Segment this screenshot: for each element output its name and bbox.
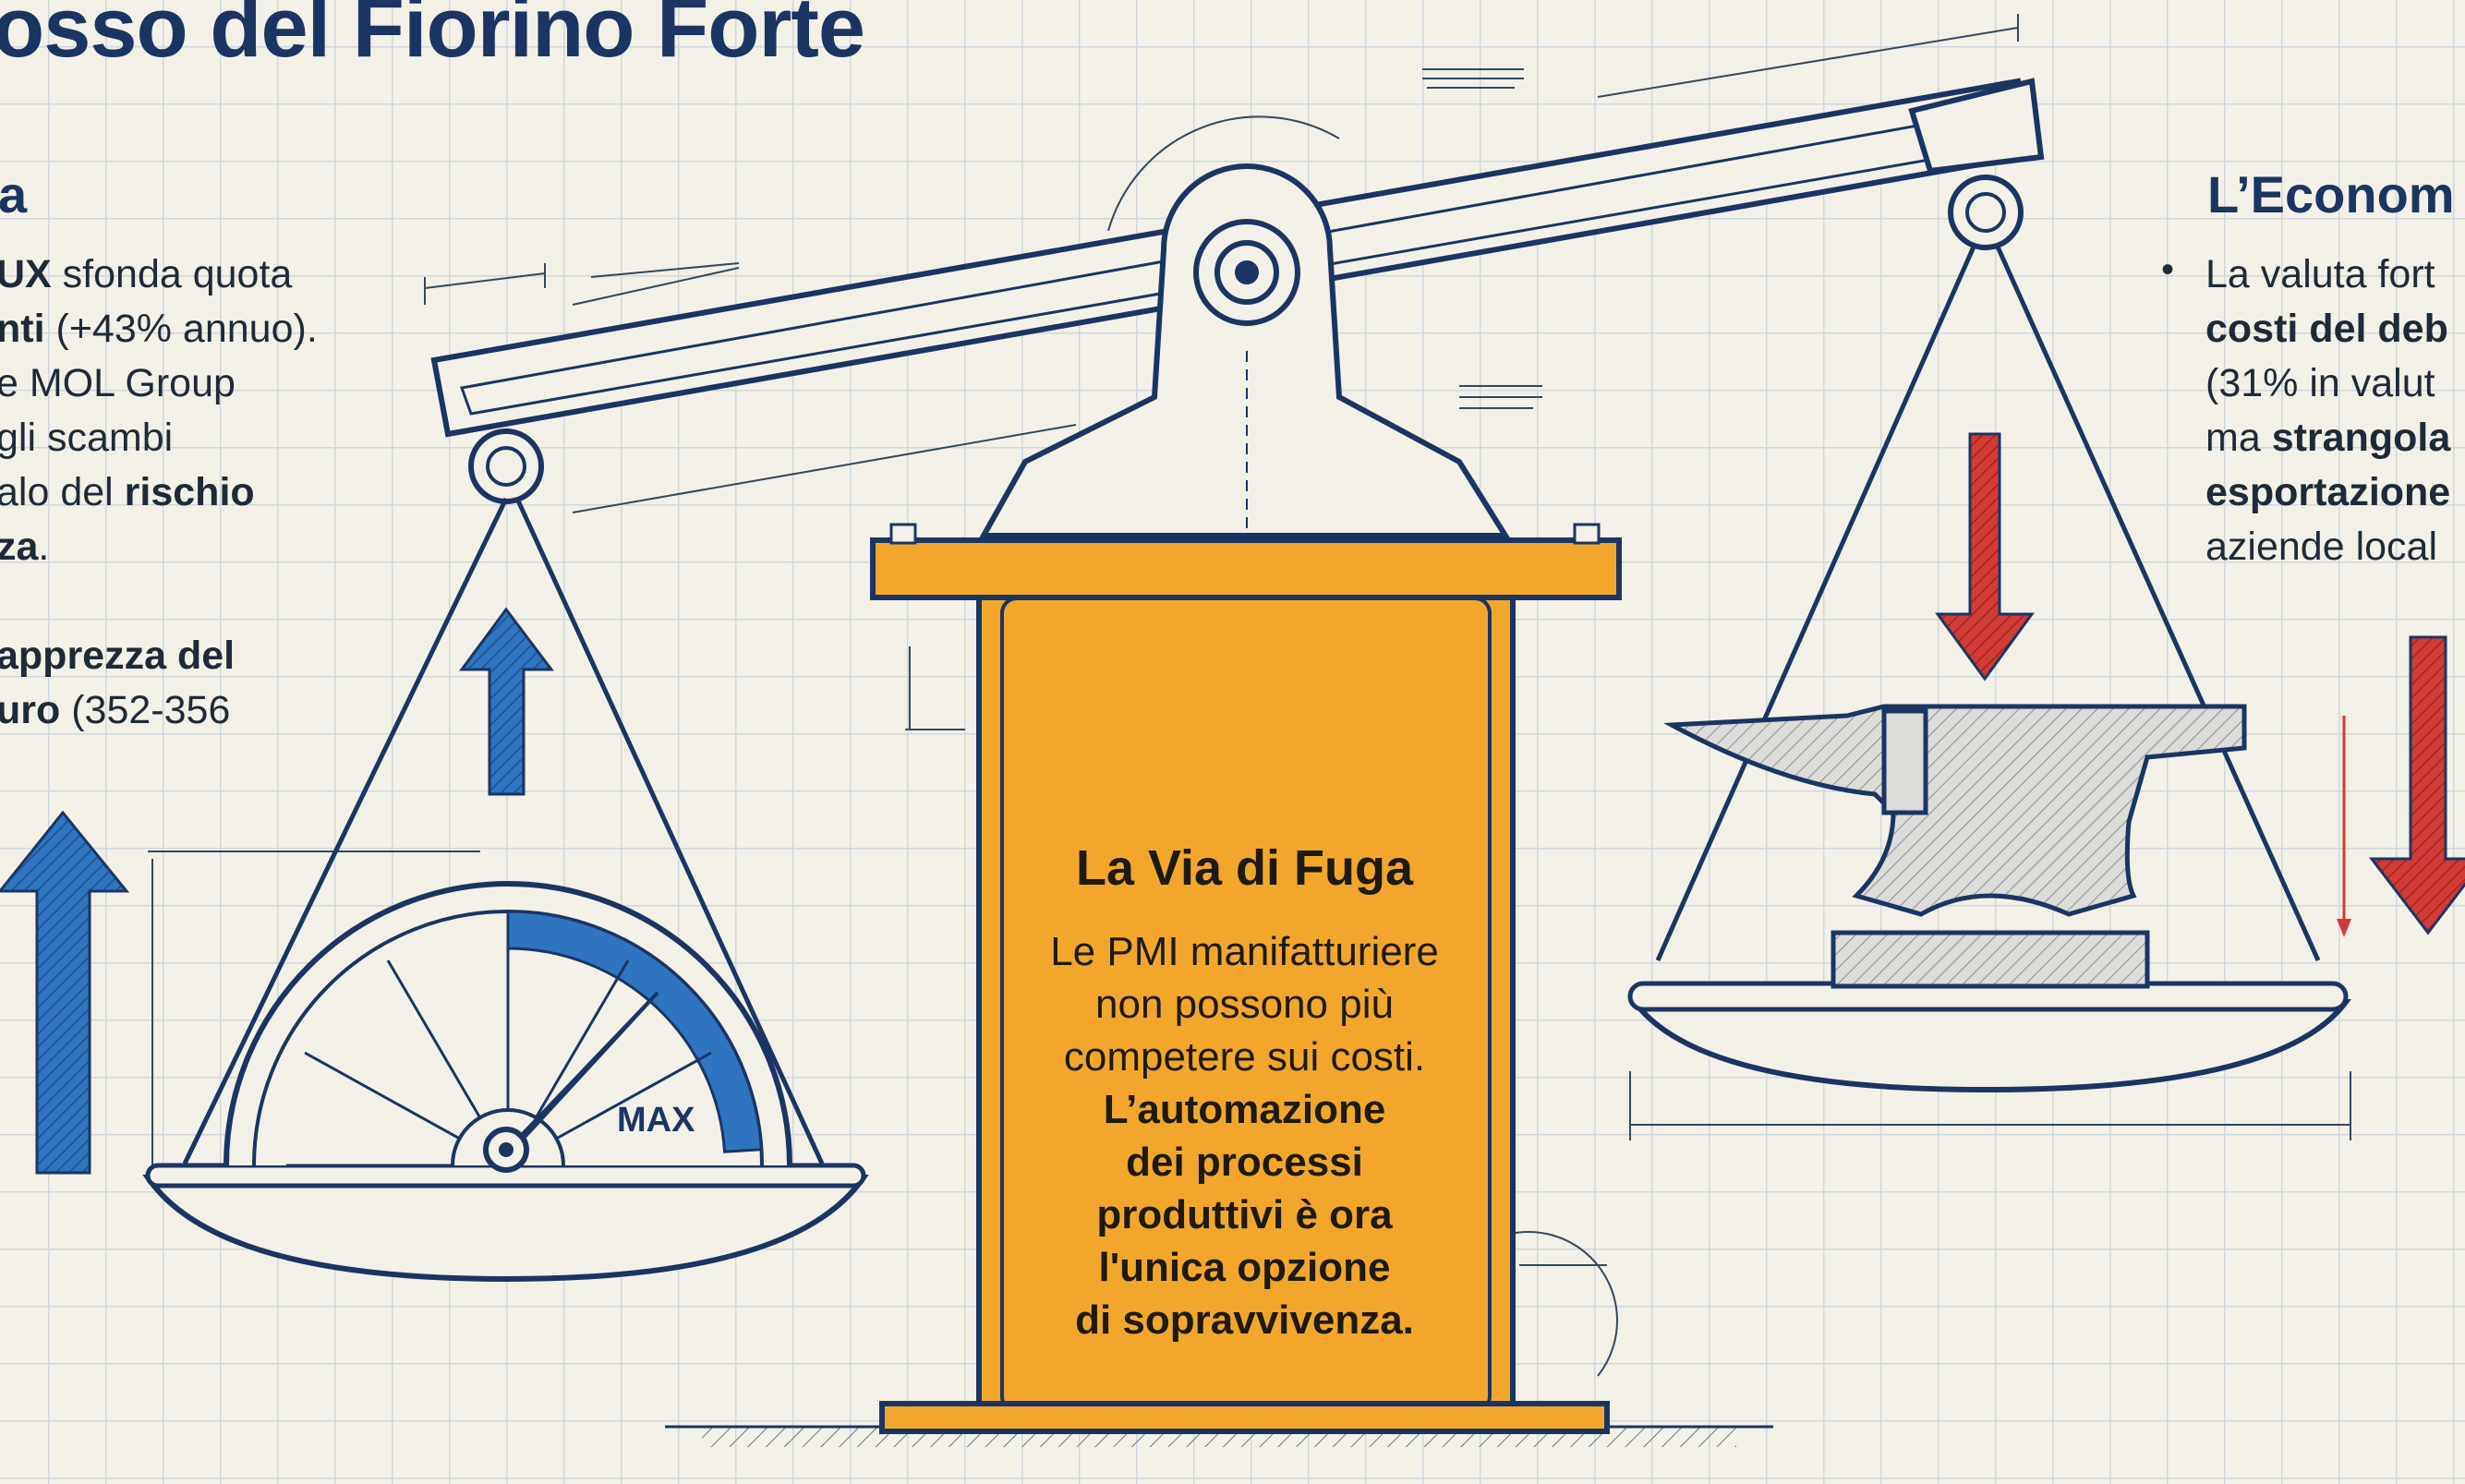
- anvil-icon: [1663, 704, 2247, 989]
- left-panel-line: nti (+43% annuo).: [0, 302, 318, 356]
- center-panel-line: L’automazione: [1002, 1083, 1487, 1136]
- right-panel-text: La valuta fort: [2205, 252, 2435, 296]
- left-panel-line: uro (352-356: [0, 683, 318, 738]
- center-panel-text: Le PMI manifatturiere: [1050, 929, 1439, 974]
- right-section-heading: L’Econom: [2207, 165, 2455, 223]
- left-panel-line: gli scambi: [0, 411, 318, 465]
- down-arrows: [1935, 432, 2465, 937]
- center-panel: La Via di Fuga Le PMI manifatturiere non …: [1002, 596, 1487, 1408]
- gauge-level-arc: [506, 910, 764, 1153]
- left-panel-text: (+43% annuo).: [44, 307, 318, 351]
- right-panel-text: (31% in valut: [2205, 361, 2435, 405]
- left-panel-bold-text: rischio: [124, 470, 255, 514]
- left-panel-text: sfonda quota: [51, 252, 293, 296]
- gauge-max-label: MAX: [617, 1101, 695, 1140]
- center-panel-line: produttivi è ora: [1002, 1188, 1487, 1241]
- left-panel-line: za.: [0, 520, 318, 574]
- center-panel-line: Le PMI manifatturiere: [1002, 925, 1487, 978]
- left-panel-line: apprezza del: [0, 629, 318, 683]
- left-panel-text: alo del: [0, 470, 125, 514]
- left-panel-line: UX sfonda quota: [0, 247, 318, 302]
- right-panel-bold-text: strangola: [2271, 416, 2451, 460]
- page-title: osso del Fiorino Forte: [0, 0, 865, 75]
- left-section-heading: a: [0, 165, 28, 223]
- fulcrum: [978, 163, 1511, 538]
- pedestal: [870, 523, 1622, 1434]
- right-panel-line: aziende local: [2205, 520, 2450, 574]
- center-panel-line: competere sui costi.: [1002, 1031, 1487, 1083]
- right-panel-line: (31% in valut: [2205, 356, 2450, 411]
- left-panel-text: e MOL Group: [0, 361, 236, 405]
- center-panel-bold-text: l'unica opzione: [1098, 1245, 1391, 1290]
- center-panel-line: l'unica opzione: [1002, 1241, 1487, 1294]
- right-text-block: La valuta fort costi del deb (31% in valut…: [2205, 247, 2450, 574]
- right-panel-line: costi del deb: [2205, 302, 2450, 356]
- right-pan-assembly: [1627, 175, 2351, 1093]
- center-panel-line: dei processi: [1002, 1136, 1487, 1188]
- left-panel-bold-text: apprezza del: [0, 633, 236, 678]
- center-panel-bold-text: produttivi è ora: [1096, 1192, 1393, 1237]
- right-panel-bold-text: esportazione: [2205, 470, 2451, 514]
- center-panel-bold-text: di sopravvivenza.: [1075, 1297, 1414, 1343]
- right-panel-line: La valuta fort: [2205, 247, 2450, 302]
- right-panel-line: ma strangola: [2205, 411, 2450, 465]
- left-panel-bold-text: nti: [0, 307, 45, 351]
- right-panel-line: esportazione: [2205, 465, 2450, 520]
- left-panel-bold-text: za: [0, 525, 39, 569]
- center-panel-bold-text: L’automazione: [1103, 1087, 1386, 1132]
- center-panel-line: di sopravvivenza.: [1002, 1294, 1487, 1346]
- right-panel-text: ma: [2205, 416, 2272, 460]
- center-panel-line: non possono più: [1002, 978, 1487, 1031]
- right-panel-text: aziende local: [2205, 525, 2438, 569]
- right-panel-bold-text: costi del deb: [2205, 307, 2448, 351]
- left-panel-text: .: [38, 525, 50, 569]
- center-panel-title: La Via di Fuga: [1075, 840, 1414, 896]
- left-panel-line: alo del rischio: [0, 465, 318, 520]
- center-panel-body: Le PMI manifatturiere non possono più comp…: [1002, 925, 1487, 1346]
- center-panel-bold-text: dei processi: [1126, 1140, 1363, 1185]
- left-panel-text: gli scambi: [0, 416, 174, 460]
- left-panel-bold-text: UX: [0, 252, 52, 296]
- bullet-icon: •: [2161, 249, 2175, 290]
- left-panel-line: e MOL Group: [0, 356, 318, 411]
- left-panel-line: [0, 574, 318, 629]
- center-panel-text: competere sui costi.: [1063, 1034, 1426, 1080]
- up-arrows: [0, 607, 555, 1175]
- left-panel-text: (352-356: [60, 688, 231, 732]
- center-panel-text: non possono più: [1095, 982, 1394, 1027]
- left-panel-bold-text: uro: [0, 688, 61, 732]
- gauge: [224, 881, 792, 1173]
